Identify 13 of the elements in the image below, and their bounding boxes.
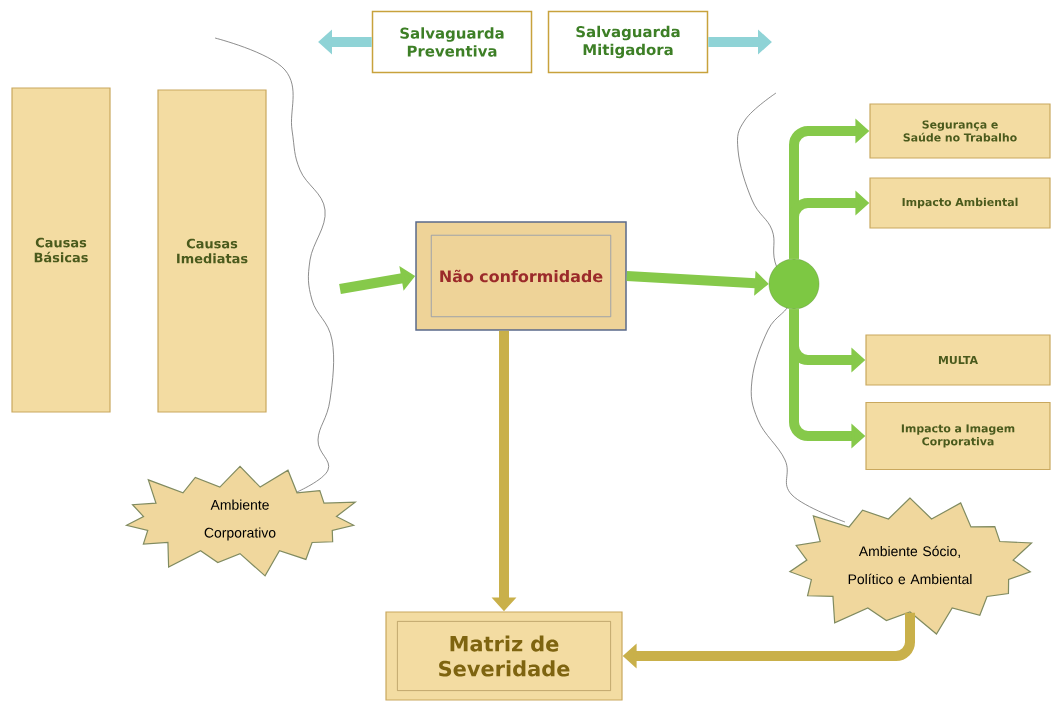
environment-starburst: Ambiente Corporativo bbox=[124, 465, 358, 577]
safeguard-box: Salvaguarda Preventiva bbox=[371, 10, 533, 74]
junction-circle bbox=[768, 258, 820, 310]
cause-box: MULTA bbox=[865, 334, 1051, 386]
cause-box: Impacto Ambiental bbox=[869, 177, 1051, 229]
safeguard-box: Salvaguarda Mitigadora bbox=[547, 10, 709, 74]
cause-box: Causas Imediatas bbox=[157, 89, 267, 413]
environment-starburst: Ambiente Sócio, Político e Ambiental bbox=[788, 497, 1033, 635]
cause-box: Causas Básicas bbox=[11, 87, 111, 413]
result-box: Matriz de Severidade bbox=[385, 611, 623, 701]
cause-box: Impacto a Imagem Corporativa bbox=[865, 401, 1051, 471]
cause-box: Segurança e Saúde no Trabalho bbox=[869, 103, 1051, 159]
nonconformity-box: Não conformidade bbox=[415, 221, 627, 331]
